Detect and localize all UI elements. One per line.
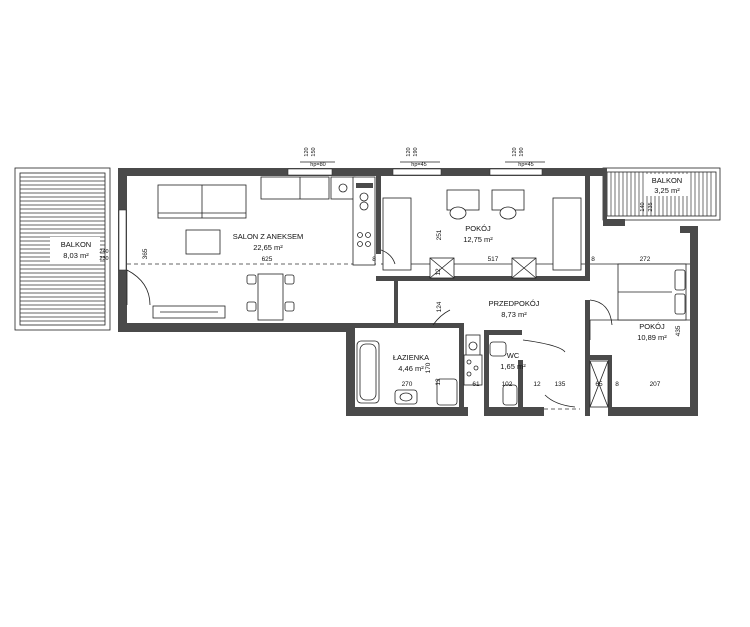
window1-bottom: 150: [311, 147, 317, 156]
room-area-balkon2: 3,25 m²: [654, 186, 680, 195]
dim-pokoj2-height: 435: [675, 325, 682, 336]
room-name-wc: WC: [507, 351, 520, 360]
window-markings: 120 150 hp=80 120 190 hp=45 120 190 hp=4…: [300, 147, 545, 168]
room-name-przedpokoj: PRZEDPOKÓJ: [489, 299, 540, 308]
dim-wardrobe-gap: 8: [615, 381, 619, 388]
dim-hall-w2: 8: [591, 256, 595, 263]
dim-pokoj2-bottom: 207: [650, 381, 661, 388]
dim-hall-h2: 124: [436, 301, 443, 312]
dim-wc-width: 102: [502, 381, 513, 388]
room-name-lazienka: ŁAZIENKA: [393, 353, 429, 362]
room-area-lazienka: 4,46 m²: [398, 364, 424, 373]
room-area-wc: 1,65 m²: [500, 362, 526, 371]
dim-pokoj1-width: 517: [488, 256, 499, 263]
dimension-labels: 625 365 517 251 272 435 8 8 12 124 270 1…: [99, 202, 682, 388]
room-name-pokoj2: POKÓJ: [639, 322, 665, 331]
room-name-salon: SALON Z ANEKSEM: [233, 232, 303, 241]
room-area-pokoj1: 12,75 m²: [463, 235, 493, 244]
dim-pokoj1-height: 251: [436, 229, 443, 240]
dim-hall-h1: 12: [435, 268, 442, 276]
room-area-przedpokoj: 8,73 m²: [501, 310, 527, 319]
walls: [118, 168, 698, 416]
window3-hp: hp=45: [518, 162, 533, 168]
dim-balkon1-h2: 230: [99, 256, 108, 262]
window2-bottom: 190: [413, 147, 419, 156]
window3-bottom: 190: [519, 147, 525, 156]
dim-balkon2-h2: 235: [648, 202, 654, 211]
dim-wardrobe: 65: [595, 381, 603, 388]
balcony-left: [14, 167, 111, 331]
pokoj2-furniture: [589, 263, 687, 408]
salon-furniture: [126, 176, 376, 321]
dim-laz-height: 170: [425, 362, 432, 373]
pokoj1-furniture: [380, 189, 582, 279]
dim-hall-w1: 8: [372, 256, 376, 263]
window2-top: 120: [406, 147, 412, 156]
room-name-balkon2: BALKON: [652, 176, 682, 185]
dim-balkon2-h1: 140: [640, 202, 646, 211]
balcony-right: [602, 167, 721, 221]
dim-shaft: 61: [472, 381, 480, 388]
window3-top: 120: [512, 147, 518, 156]
window1-hp: hp=80: [310, 162, 325, 168]
dim-hall-width: 135: [555, 381, 566, 388]
dim-shaft-h: 12: [435, 378, 442, 386]
dim-wc-w2: 12: [533, 381, 541, 388]
dim-laz-width: 270: [402, 381, 413, 388]
room-labels: SALON Z ANEKSEM 22,65 m² POKÓJ 12,75 m² …: [61, 176, 682, 373]
dim-pokoj2-width: 272: [640, 256, 651, 263]
window1-top: 120: [304, 147, 310, 156]
bathroom-furniture: [356, 309, 580, 410]
dim-balkon1-h1: 240: [99, 249, 108, 255]
room-name-balkon1: BALKON: [61, 240, 91, 249]
room-area-pokoj2: 10,89 m²: [637, 333, 667, 342]
window2-hp: hp=45: [411, 162, 426, 168]
dim-salon-height: 365: [142, 248, 149, 259]
dim-salon-width: 625: [262, 256, 273, 263]
room-area-salon: 22,65 m²: [253, 243, 283, 252]
room-area-balkon1: 8,03 m²: [63, 251, 89, 260]
room-name-pokoj1: POKÓJ: [465, 224, 491, 233]
